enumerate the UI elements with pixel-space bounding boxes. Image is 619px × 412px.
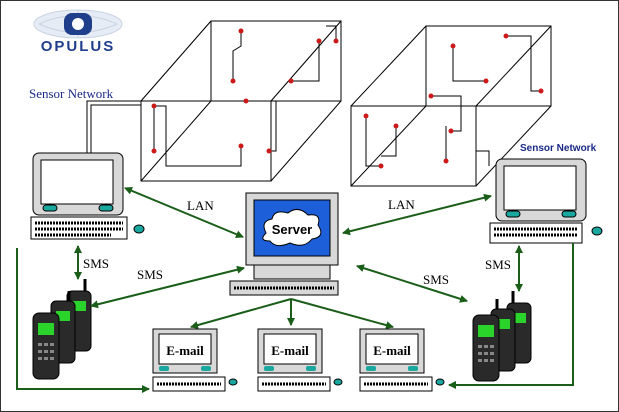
keyboard [489, 222, 583, 244]
sms-arrow-right [356, 264, 468, 303]
sms-label-right: SMS [423, 272, 449, 287]
sensor-node [443, 158, 449, 164]
sensor-node [151, 103, 157, 109]
sensor-cable-left [86, 100, 141, 153]
server-computer: Server [229, 192, 339, 296]
sensor-node [316, 38, 322, 44]
connection-arrows [16, 186, 574, 393]
sensor-node [393, 123, 399, 129]
sensor-node [238, 28, 244, 34]
right-feedback-line [448, 243, 574, 389]
sensor-node [288, 78, 294, 84]
mobile-phone-icon [472, 314, 500, 382]
email-terminal: E-mail [359, 328, 445, 392]
opulus-logo: OPULUS [33, 9, 123, 55]
left-feedback-line [16, 248, 150, 393]
building-wireframe-left [140, 20, 342, 182]
sensor-node [378, 163, 384, 169]
logo-text: OPULUS [41, 38, 116, 55]
sms-arrow-left [90, 265, 245, 309]
workstation-right [489, 158, 603, 244]
sensor-node [230, 78, 236, 84]
sensor-node [483, 78, 489, 84]
lan-label-left: LAN [187, 198, 214, 213]
server-label: Server [272, 222, 312, 237]
mobile-phone-icon [32, 312, 60, 380]
sensor-node [448, 128, 454, 134]
sms-label-left: SMS [137, 267, 163, 282]
sensor-node [503, 33, 509, 39]
sensor-node [450, 43, 456, 49]
sensor-node [243, 98, 249, 104]
mouse-icon [435, 378, 445, 386]
sensor-node [333, 38, 339, 44]
sensor-nodes-left [151, 28, 339, 154]
mouse-icon [133, 224, 145, 234]
building-wireframe-right [350, 25, 552, 187]
cloud-icon [262, 209, 322, 247]
sensor-node [428, 93, 434, 99]
mouse-icon [333, 378, 343, 386]
sensor-network-right-label: Sensor Network [520, 143, 597, 154]
workstation-left [30, 152, 145, 240]
email-label: E-mail [166, 343, 204, 358]
lan-arrow-left [124, 186, 244, 239]
email-terminal: E-mail [257, 328, 343, 392]
sms-label-left-vertical: SMS [83, 256, 109, 271]
email-terminal: E-mail [152, 328, 238, 392]
sensor-network-left-label: Sensor Network [29, 86, 114, 101]
sensor-node [266, 148, 272, 154]
mouse-icon [591, 226, 603, 236]
sensor-cable-right [476, 150, 490, 166]
sensor-node [538, 88, 544, 94]
sms-label-right-vertical: SMS [485, 257, 511, 272]
mobile-phones-right [472, 291, 532, 382]
email-arrow-left [190, 298, 292, 329]
sensor-node [363, 113, 369, 119]
sensor-node [151, 148, 157, 154]
mobile-phones-left [32, 279, 92, 380]
lan-label-right: LAN [388, 197, 415, 212]
email-label: E-mail [373, 343, 411, 358]
email-label: E-mail [271, 343, 309, 358]
sensor-nodes-right [363, 33, 544, 169]
lan-arrow-right [342, 193, 492, 236]
mouse-icon [228, 378, 238, 386]
sensor-node [238, 143, 244, 149]
email-arrow-right [290, 298, 394, 330]
